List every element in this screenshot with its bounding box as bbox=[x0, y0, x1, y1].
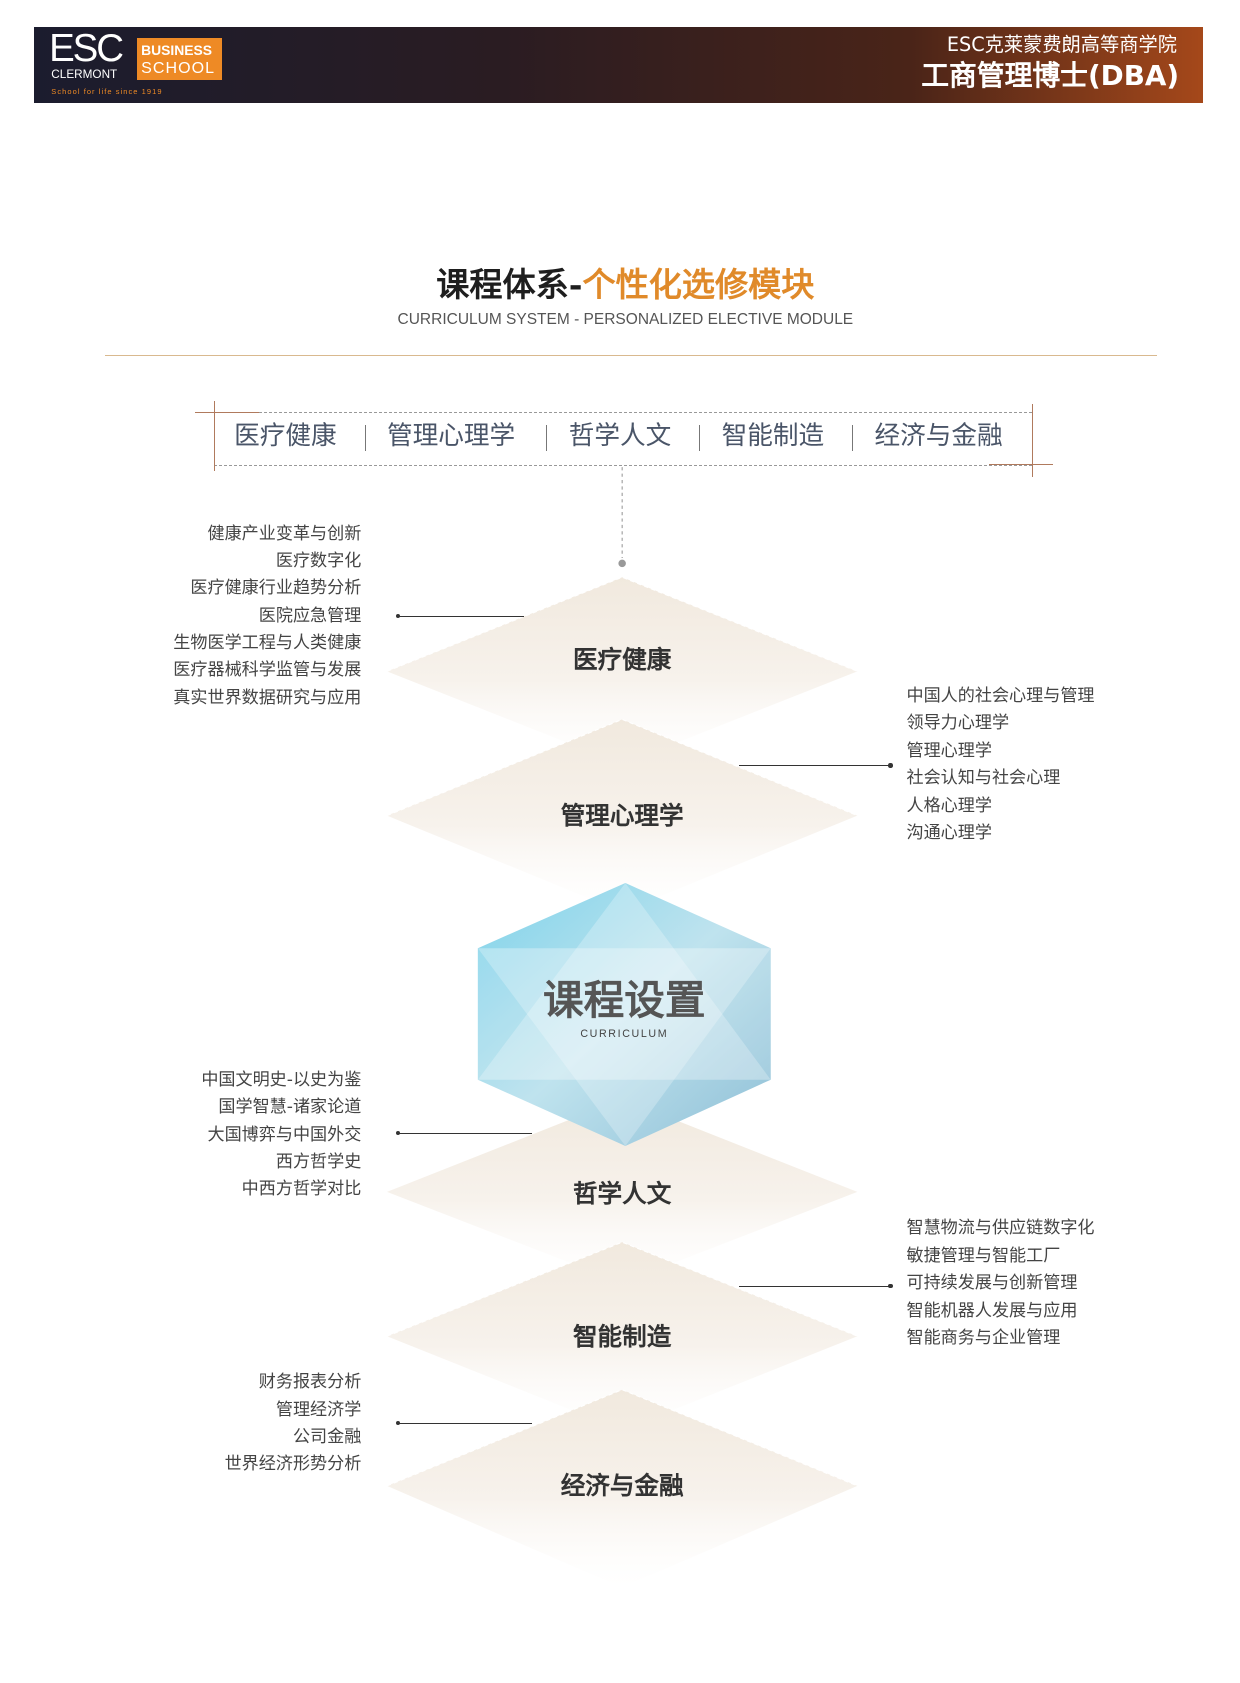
category-item: 医疗健康 bbox=[234, 421, 337, 452]
crystal-hexagon bbox=[477, 882, 771, 1146]
center-title: 课程设置 bbox=[543, 976, 706, 1025]
course-list-finance: 财务报表分析 管理经济学 公司金融 世界经济形势分析 bbox=[225, 1369, 362, 1478]
connector-dot bbox=[395, 1420, 400, 1425]
connector-dot bbox=[888, 1283, 893, 1289]
title-part2: 个性化选修模块 bbox=[582, 265, 815, 305]
course-item: 健康产业变革与创新 bbox=[207, 523, 362, 544]
corner-line bbox=[1031, 404, 1033, 477]
connector-dot bbox=[618, 559, 626, 568]
center-subtitle: CURRICULUM bbox=[580, 1028, 669, 1041]
diamond-2 bbox=[386, 718, 858, 912]
course-item: 中西方哲学对比 bbox=[241, 1179, 362, 1200]
course-item: 中国人的社会心理与管理 bbox=[906, 686, 1095, 707]
course-item: 智能商务与企业管理 bbox=[906, 1327, 1061, 1348]
logo-business: BUSINESS bbox=[141, 41, 213, 58]
connector-line bbox=[397, 615, 524, 617]
course-item: 智慧物流与供应链数字化 bbox=[906, 1218, 1095, 1239]
separator bbox=[699, 425, 701, 452]
category-bar bbox=[213, 411, 1032, 466]
page-subtitle: CURRICULUM SYSTEM - PERSONALIZED ELECTIV… bbox=[397, 311, 854, 328]
divider bbox=[104, 354, 1157, 356]
course-item: 管理心理学 bbox=[906, 740, 992, 761]
connector-line bbox=[738, 765, 891, 767]
course-list-philosophy: 中国文明史-以史为鉴 国学智慧-诸家论道 大国博弈与中国外交 西方哲学史 中西方… bbox=[201, 1067, 361, 1204]
course-list-healthcare: 健康产业变革与创新 医疗数字化 医疗健康行业趋势分析 医院应急管理 生物医学工程… bbox=[173, 521, 361, 713]
category-item: 经济与金融 bbox=[874, 421, 1003, 452]
course-item: 敏捷管理与智能工厂 bbox=[906, 1245, 1061, 1266]
corner-line bbox=[213, 400, 215, 472]
course-item: 可持续发展与创新管理 bbox=[906, 1273, 1078, 1294]
module-label: 管理心理学 bbox=[560, 800, 684, 830]
course-item: 世界经济形势分析 bbox=[224, 1454, 362, 1475]
course-item: 智能机器人发展与应用 bbox=[906, 1300, 1078, 1321]
module-label: 智能制造 bbox=[572, 1322, 672, 1352]
diamond-5 bbox=[386, 1389, 858, 1588]
course-item: 财务报表分析 bbox=[258, 1372, 362, 1393]
school-name: ESC克莱蒙费朗高等商学院 bbox=[946, 33, 1177, 57]
logo-business-school: BUSINESS SCHOOL bbox=[136, 38, 223, 81]
course-list-psychology: 中国人的社会心理与管理 领导力心理学 管理心理学 社会认知与社会心理 人格心理学… bbox=[907, 683, 1095, 847]
course-list-manufacturing: 智慧物流与供应链数字化 敏捷管理与智能工厂 可持续发展与创新管理 智能机器人发展… bbox=[907, 1215, 1095, 1352]
page-title: 课程体系-个性化选修模块 bbox=[0, 265, 1240, 306]
corner-line bbox=[194, 411, 259, 413]
diamond-4 bbox=[386, 1241, 858, 1431]
diamond-3 bbox=[386, 1098, 858, 1283]
course-item: 真实世界数据研究与应用 bbox=[173, 687, 362, 708]
course-item: 医疗器械科学监管与发展 bbox=[173, 660, 362, 681]
separator bbox=[851, 425, 854, 452]
corner-line bbox=[988, 463, 1053, 465]
category-item: 哲学人文 bbox=[568, 421, 672, 452]
course-item: 国学智慧-诸家论道 bbox=[218, 1097, 362, 1118]
course-item: 医院应急管理 bbox=[258, 605, 362, 626]
header-banner: ESC CLERMONT BUSINESS SCHOOL School for … bbox=[34, 26, 1203, 103]
title-part1: 课程体系- bbox=[436, 265, 583, 305]
course-item: 管理经济学 bbox=[275, 1399, 362, 1420]
connector-dot bbox=[395, 613, 400, 618]
course-item: 人格心理学 bbox=[906, 795, 992, 816]
category-item: 管理心理学 bbox=[386, 421, 516, 452]
course-item: 公司金融 bbox=[292, 1427, 362, 1448]
separator bbox=[546, 425, 548, 452]
module-label: 医疗健康 bbox=[572, 644, 672, 674]
separator bbox=[364, 425, 366, 452]
connector-line bbox=[738, 1286, 891, 1288]
course-item: 医疗数字化 bbox=[275, 550, 362, 571]
module-label: 经济与金融 bbox=[560, 1470, 684, 1500]
logo-tagline: School for life since 1919 bbox=[51, 86, 163, 96]
course-item: 大国博弈与中国外交 bbox=[207, 1124, 362, 1145]
course-item: 社会认知与社会心理 bbox=[906, 768, 1061, 789]
course-item: 中国文明史-以史为鉴 bbox=[201, 1069, 362, 1090]
course-item: 医疗健康行业趋势分析 bbox=[190, 578, 362, 599]
course-item: 西方哲学史 bbox=[275, 1151, 362, 1172]
category-item: 智能制造 bbox=[721, 421, 825, 452]
course-item: 沟通心理学 bbox=[906, 822, 992, 843]
course-item: 领导力心理学 bbox=[906, 713, 1010, 734]
connector-dot bbox=[395, 1131, 400, 1136]
logo-school: SCHOOL bbox=[141, 58, 216, 77]
logo-esc: ESC bbox=[49, 26, 124, 70]
connector-line bbox=[397, 1422, 533, 1424]
module-label: 哲学人文 bbox=[572, 1179, 672, 1209]
diamond-1 bbox=[386, 576, 858, 765]
connector-dot bbox=[888, 763, 893, 768]
course-item: 生物医学工程与人类健康 bbox=[173, 633, 362, 654]
logo-clermont: CLERMONT bbox=[51, 68, 118, 82]
program-name: 工商管理博士(DBA) bbox=[921, 58, 1180, 92]
connector-line bbox=[397, 1133, 533, 1135]
